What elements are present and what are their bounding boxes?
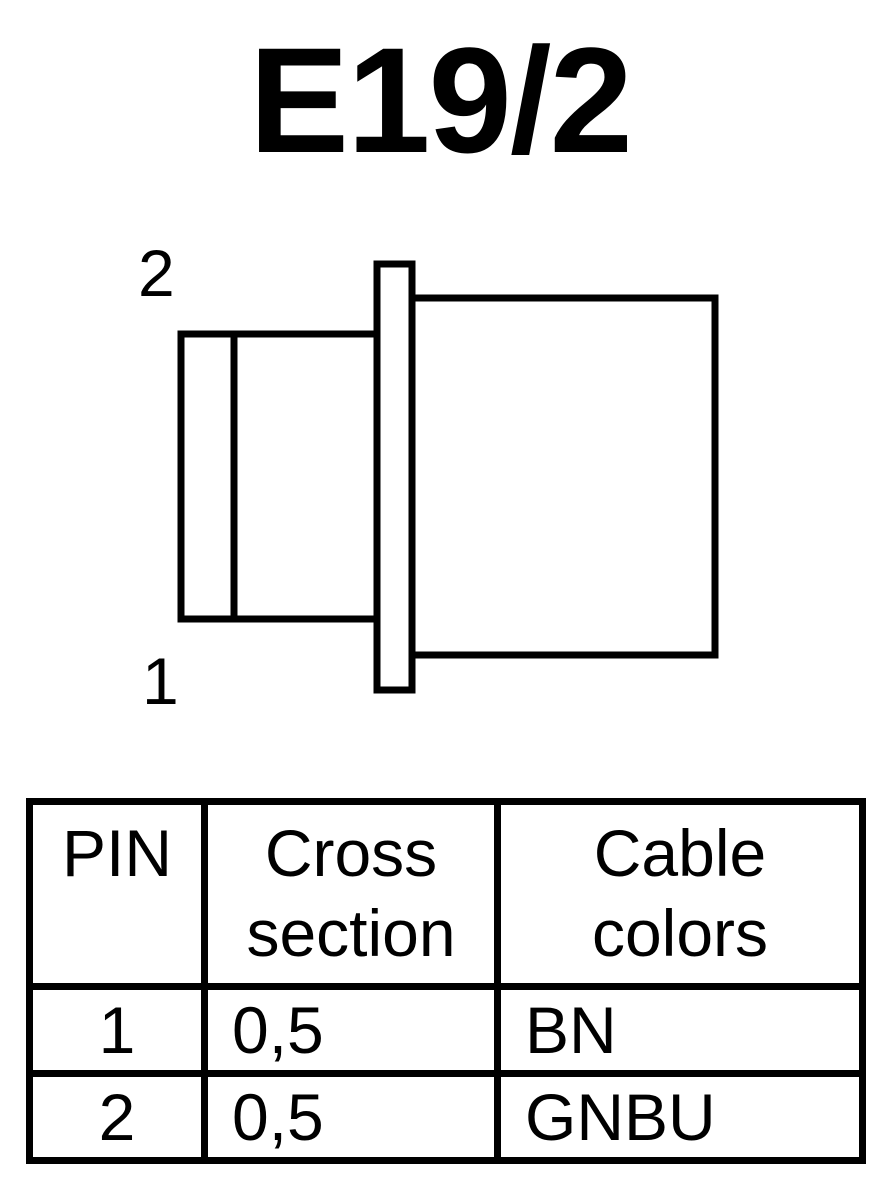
header-cable-colors: Cable colors	[494, 798, 866, 990]
pin-number: 2	[26, 1070, 208, 1164]
cross-section-value: 0,5	[201, 983, 501, 1077]
header-cross-section: Cross section	[201, 798, 501, 990]
connector-plug-body	[177, 330, 381, 623]
table-row: 2 0,5 GNBU	[26, 1070, 866, 1164]
connector-diagram: 2 1	[138, 236, 719, 718]
table-row: 1 0,5 BN	[26, 983, 866, 1077]
cable-color-value: GNBU	[494, 1070, 866, 1164]
cross-section-value: 0,5	[201, 1070, 501, 1164]
pin-label-2: 2	[138, 236, 175, 310]
pin-label-1: 1	[142, 644, 179, 718]
pin-number: 1	[26, 983, 208, 1077]
cable-color-value: BN	[494, 983, 866, 1077]
header-pin: PIN	[26, 798, 208, 990]
connector-flange	[373, 260, 416, 694]
connector-title: E19/2	[249, 16, 633, 184]
connector-housing	[408, 294, 719, 659]
table-header-row: PIN Cross section Cable colors	[26, 798, 866, 990]
pin-assignment-table: PIN Cross section Cable colors 1 0,5 BN …	[26, 798, 866, 1164]
